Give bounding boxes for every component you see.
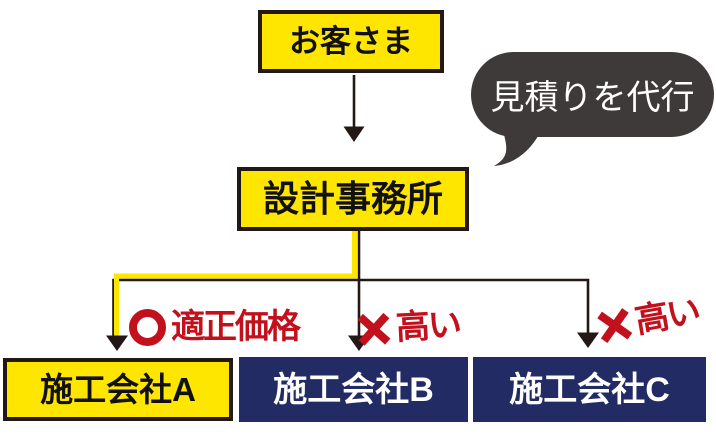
arrowhead-customer-to-design [343,126,365,142]
customer-box: お客さま [258,10,444,73]
design-office-box: 設計事務所 [237,167,469,231]
annotation-a-label: 適正価格 [171,308,301,346]
annotation-contractor-a: 適正価格 [129,305,301,349]
contractor-c-label: 施工会社C [509,370,670,409]
annotation-c-label: 高い [632,292,702,341]
arrowhead-contractor-a [106,335,128,351]
contractor-a-label: 施工会社A [40,371,196,408]
cross-bad-icon [599,309,631,341]
contractor-a-box: 施工会社A [3,358,233,421]
connector-rail-a-c [112,278,590,337]
annotation-contractor-b: 高い [359,303,461,352]
cross-bad-icon [359,315,388,344]
speech-bubble-text: 見積りを代行 [490,79,695,117]
design-office-label: 設計事務所 [262,178,443,219]
annotation-b-label: 高い [394,305,461,348]
contractor-b-box: 施工会社B [239,357,468,422]
contractor-b-label: 施工会社B [273,370,434,409]
speech-bubble: 見積りを代行 [471,52,714,137]
arrowhead-contractor-c [577,332,599,348]
highlight-route-to-a [114,231,357,337]
circle-good-icon [129,308,166,346]
contractor-c-box: 施工会社C [473,357,706,422]
customer-label: お客さま [289,24,413,59]
